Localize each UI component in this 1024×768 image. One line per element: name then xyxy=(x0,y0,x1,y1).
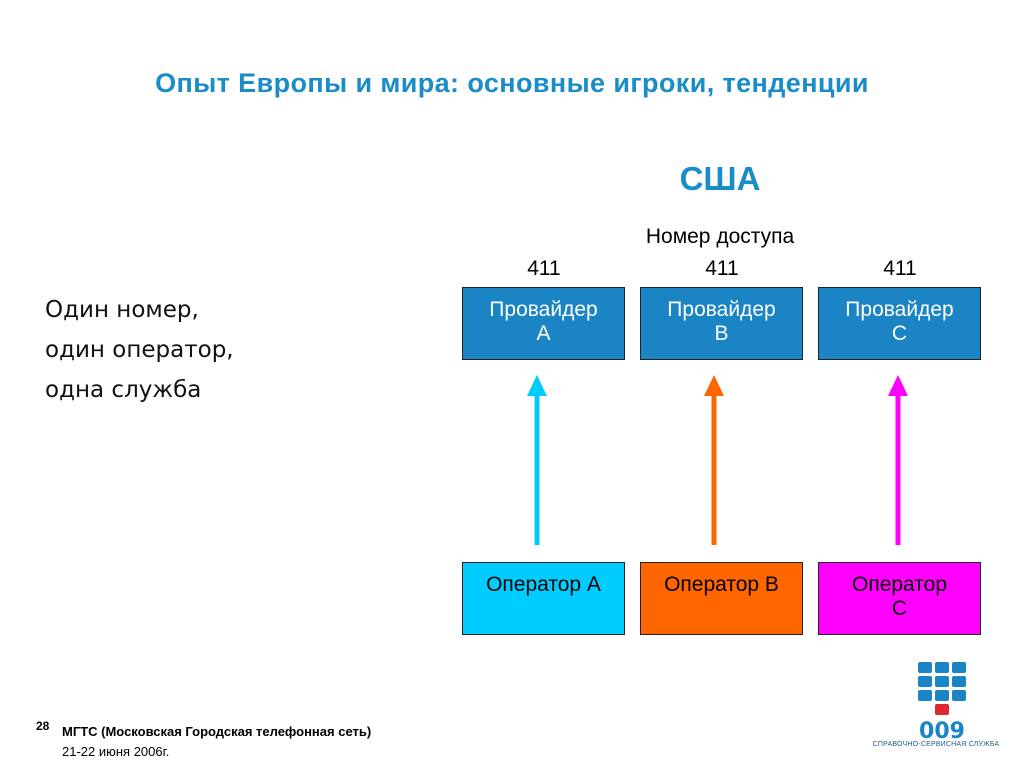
logo-grid xyxy=(918,662,966,715)
footer: МГТС (Московская Городская телефонная се… xyxy=(62,722,371,762)
operator-c-line1: Оператор xyxy=(851,573,948,596)
access-number-c: 411 xyxy=(883,257,917,280)
arrow-c xyxy=(888,375,908,545)
lead-line-2: один оператор, xyxy=(45,337,234,363)
operator-a-box: Оператор А xyxy=(462,562,625,635)
access-number-a: 411 xyxy=(527,257,561,280)
access-number-b: 411 xyxy=(705,257,739,280)
operator-b-line1: Оператор B xyxy=(664,573,779,596)
lead-line-1: Один номер, xyxy=(45,297,199,323)
lead-text: Один номер, один оператор, одна служба xyxy=(45,290,234,410)
arrow-b-head xyxy=(704,375,724,396)
provider-b-line1: Провайдер xyxy=(667,298,776,321)
operator-c-line2: C xyxy=(891,597,908,620)
page-number: 28 xyxy=(36,719,50,733)
lead-line-3: одна служба xyxy=(45,377,202,403)
operator-a-line1: Оператор А xyxy=(486,573,601,596)
provider-a-line1: Провайдер xyxy=(489,298,598,321)
logo-number: 009 xyxy=(919,719,965,740)
country-heading: США xyxy=(679,160,761,197)
operator-b-box: Оператор B xyxy=(640,562,803,635)
logo-tagline: СПРАВОЧНО-СЕРВИСНАЯ СЛУЖБА xyxy=(872,741,1000,748)
arrow-a-head xyxy=(527,375,547,396)
logo-mark-icon: 009 xyxy=(918,662,966,744)
provider-a-line2: A xyxy=(536,322,551,345)
slide-title: Опыт Европы и мира: основные игроки, тен… xyxy=(155,68,869,98)
arrow-c-head xyxy=(888,375,908,396)
arrow-a xyxy=(527,375,547,545)
logo-009: 009 xyxy=(880,660,1004,745)
footer-organization: МГТС (Московская Городская телефонная се… xyxy=(62,724,372,739)
provider-c-line2: C xyxy=(891,322,908,345)
provider-b-line2: B xyxy=(714,322,729,345)
footer-date: 21-22 июня 2006г. xyxy=(62,744,170,759)
access-number-label: Номер доступа xyxy=(645,225,795,248)
provider-c-line1: Провайдер xyxy=(845,298,954,321)
arrow-b xyxy=(704,375,724,545)
